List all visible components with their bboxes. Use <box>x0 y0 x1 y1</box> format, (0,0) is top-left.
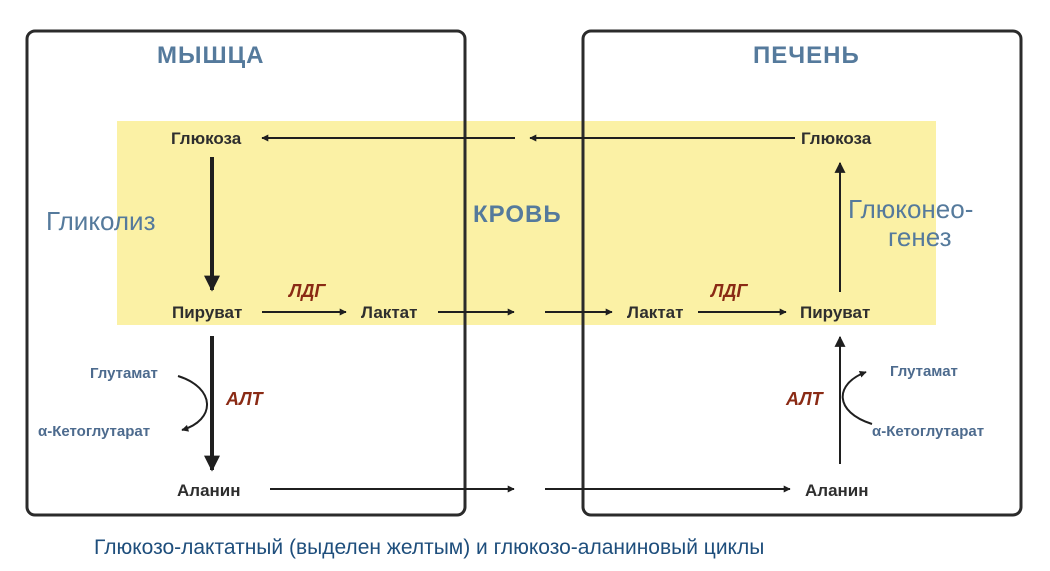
liver-lactate: Лактат <box>627 303 684 322</box>
liver-ldh: ЛДГ <box>711 281 748 301</box>
muscle-title: МЫШЦА <box>157 42 265 69</box>
muscle-ldh: ЛДГ <box>289 281 326 301</box>
muscle-pyruvate: Пируват <box>172 303 243 322</box>
liver-pyruvate: Пируват <box>800 303 871 322</box>
muscle-lactate: Лактат <box>361 303 418 322</box>
arrow-liver-ketoglutarate-curve <box>841 370 873 425</box>
muscle-ketoglutarate: α-Кетоглутарат <box>38 423 151 440</box>
muscle-frame <box>25 29 467 517</box>
gluconeogenesis-label-line1: Глюконео- <box>848 194 974 224</box>
liver-title: ПЕЧЕНЬ <box>753 42 860 69</box>
liver-frame <box>581 29 1023 517</box>
muscle-glutamate: Глутамат <box>90 365 158 382</box>
muscle-glucose: Глюкоза <box>171 129 242 148</box>
glucose-lactate-highlight <box>117 121 936 325</box>
glycolysis-label: Гликолиз <box>46 206 156 236</box>
liver-alanine: Аланин <box>805 481 869 500</box>
blood-title: КРОВЬ <box>473 201 562 228</box>
liver-glucose: Глюкоза <box>801 129 872 148</box>
figure-caption: Глюкозо-лактатный (выделен желтым) и глю… <box>94 536 765 559</box>
muscle-alanine: Аланин <box>177 481 241 500</box>
liver-ketoglutarate: α-Кетоглутарат <box>872 423 985 440</box>
muscle-alt: АЛТ <box>226 389 263 409</box>
liver-alt: АЛТ <box>786 389 823 409</box>
gluconeogenesis-label-line2: генез <box>888 222 952 252</box>
liver-glutamate: Глутамат <box>890 363 958 380</box>
arrow-muscle-glutamate-curve <box>177 375 208 432</box>
